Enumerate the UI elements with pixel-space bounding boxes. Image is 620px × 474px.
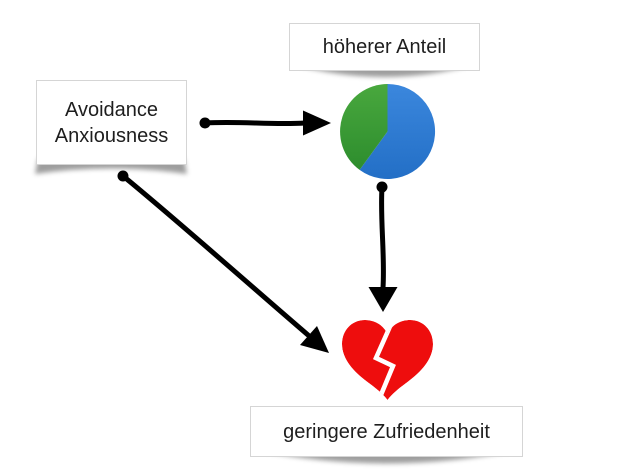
node-label: höherer Anteil <box>322 36 447 58</box>
node-geringere-zufriedenheit: geringere Zufriedenheit <box>250 406 523 457</box>
arrowhead <box>368 287 398 312</box>
arrow-shaft <box>120 173 311 338</box>
heart-shape <box>342 320 433 400</box>
node-avoidance-anxiousness: Avoidance Anxiousness <box>36 80 187 165</box>
broken-heart-icon <box>342 320 433 400</box>
arrowhead <box>300 326 329 353</box>
node-hoeherer-anteil: höherer Anteil <box>289 23 480 71</box>
arrow-pie-to-heart <box>368 181 398 312</box>
arrowhead <box>303 110 331 136</box>
heart-crack <box>372 321 396 400</box>
pie-slice-green <box>340 84 388 170</box>
arrow-avoidance-to-pie <box>199 110 331 136</box>
node-label: geringere Zufriedenheit <box>283 420 490 443</box>
arrow-shaft <box>202 119 308 127</box>
pie-chart <box>340 83 436 179</box>
node-label: Avoidance Anxiousness <box>54 98 169 147</box>
pie-slice-blue <box>359 83 436 179</box>
arrow-avoidance-to-heart <box>117 170 329 353</box>
arrow-shaft <box>379 184 386 291</box>
